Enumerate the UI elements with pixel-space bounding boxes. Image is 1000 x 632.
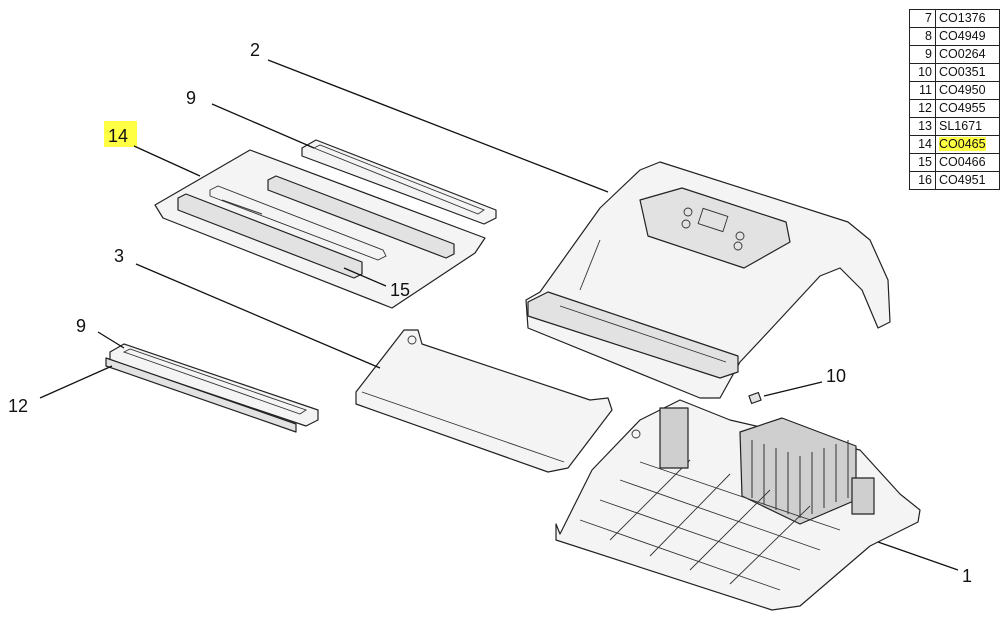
part-12-channel <box>105 357 297 433</box>
part-number-cell: 11 <box>909 81 936 100</box>
part-2-seal-line <box>559 305 727 363</box>
part-code: SL1671 <box>939 119 983 133</box>
leader-12 <box>39 365 113 399</box>
part-code-cell: CO4949 <box>935 27 1000 46</box>
part-code: CO4950 <box>939 83 986 97</box>
callout-15: 15 <box>390 280 410 300</box>
part-3-arm-edge <box>361 391 565 463</box>
part-code: CO0466 <box>939 155 986 169</box>
leader-9-top <box>211 103 315 149</box>
part-code-cell: CO4951 <box>935 171 1000 190</box>
part-number-cell: 9 <box>909 45 936 64</box>
part-14-slot <box>221 199 263 215</box>
part-code: CO0351 <box>939 65 986 79</box>
part-number-cell: 14 <box>909 135 936 154</box>
part-1-grid-ribs <box>579 459 841 591</box>
part-number-cell: 12 <box>909 99 936 118</box>
part-10-pin <box>748 391 762 405</box>
part-number-cell: 15 <box>909 153 936 172</box>
part-9-bottom-gasket-outer <box>109 343 319 427</box>
part-9-top-gasket-inner <box>312 144 485 215</box>
part-code-cell: CO4950 <box>935 81 1000 100</box>
part-14-rail-front <box>177 193 363 279</box>
part-2-button-b <box>681 219 691 229</box>
part-1-heatsink-fins <box>751 440 849 518</box>
part-code: CO4955 <box>939 101 986 115</box>
part-code-cell: CO1376 <box>935 9 1000 28</box>
leader-14 <box>133 145 201 177</box>
part-number-cell: 13 <box>909 117 936 136</box>
leader-9-bottom <box>97 331 125 349</box>
part-9-bottom-gasket <box>109 343 319 427</box>
part-14-rail-back <box>267 175 455 259</box>
part-number-cell: 10 <box>909 63 936 82</box>
callout-9-bottom: 9 <box>76 316 86 336</box>
part-code-cell: CO0351 <box>935 63 1000 82</box>
callout-1: 1 <box>962 566 972 586</box>
part-14-rail-middle <box>209 185 387 261</box>
part-14-plate-assembly <box>154 149 486 309</box>
part-2-front-lip <box>527 291 739 379</box>
callout-12: 12 <box>8 396 28 416</box>
part-3-hinge <box>407 335 417 345</box>
part-10-pin-body <box>748 391 762 405</box>
part-14-plate <box>154 149 486 309</box>
part-3-arm <box>355 329 613 473</box>
part-1-rear-vent <box>851 477 875 515</box>
part-code: CO4949 <box>939 29 986 43</box>
part-2-display <box>697 207 729 233</box>
part-code-cell: CO0264 <box>935 45 1000 64</box>
part-number-cell: 16 <box>909 171 936 190</box>
leader-lines <box>39 59 959 571</box>
part-number-cell: 8 <box>909 27 936 46</box>
callout-2: 2 <box>250 40 260 60</box>
part-code: CO0264 <box>939 47 986 61</box>
part-code-highlighted: CO0465 <box>939 137 986 151</box>
part-1-base <box>555 399 921 611</box>
part-2-button-d <box>733 241 743 251</box>
part-code: CO1376 <box>939 11 986 25</box>
leader-10 <box>763 381 823 397</box>
leader-3 <box>135 263 381 369</box>
part-code-cell: CO4955 <box>935 99 1000 118</box>
callout-3: 3 <box>114 246 124 266</box>
part-1-post <box>631 429 641 439</box>
part-1-side-vent <box>659 407 689 469</box>
part-code-cell: SL1671 <box>935 117 1000 136</box>
leader-1 <box>877 541 959 571</box>
part-2-button-c <box>735 231 745 241</box>
callout-9-top: 9 <box>186 88 196 108</box>
part-code: CO4951 <box>939 173 986 187</box>
part-9-top-gasket <box>301 139 497 225</box>
leader-15 <box>343 267 387 287</box>
part-code-cell: CO0466 <box>935 153 1000 172</box>
part-2-side-edge <box>579 239 601 291</box>
callout-10: 10 <box>826 366 846 386</box>
callout-14-highlight <box>104 121 137 147</box>
part-number-cell: 7 <box>909 9 936 28</box>
part-2-top-housing <box>525 161 891 399</box>
part-9-bottom-gasket-inner <box>122 348 308 415</box>
leader-2 <box>267 59 609 193</box>
part-2-control-panel <box>639 187 791 269</box>
part-12-channel-body <box>105 357 297 433</box>
part-code-cell: CO0465 <box>935 135 1000 154</box>
callout-14: 14 <box>108 126 128 146</box>
part-3-arm-body <box>355 329 613 473</box>
part-2-button-a <box>683 207 693 217</box>
